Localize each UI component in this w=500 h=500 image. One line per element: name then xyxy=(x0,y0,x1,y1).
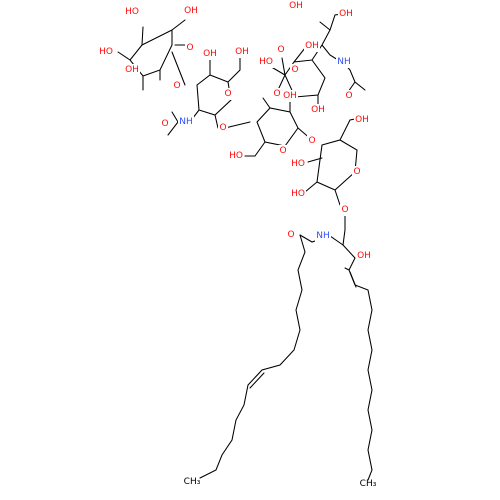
label-gal2-ho-ch2: HO xyxy=(229,151,243,161)
label-sphingosine-terminal: CH₃ xyxy=(360,479,377,489)
gal2-ring-bonds xyxy=(244,97,313,157)
galactose-ring-bonds xyxy=(117,19,189,91)
label-sialic-oh-1: OH xyxy=(289,1,303,11)
label-glc-link-o: O xyxy=(341,205,348,215)
label-galactose-oh-top-right: OH xyxy=(184,6,198,16)
label-sialic-oh-4: OH xyxy=(311,105,325,115)
label-glc-ring-o: O xyxy=(353,167,360,177)
label-amide-o: O xyxy=(287,230,294,240)
label-galnac-oh-ch2: OH xyxy=(235,47,249,57)
label-gal2-oh: OH xyxy=(283,91,297,101)
bond-lines xyxy=(117,13,373,481)
label-gal2-link-o: O xyxy=(308,136,315,146)
label-galnac-nh: NH xyxy=(179,117,193,127)
label-sialic-oh-2: OH xyxy=(339,9,353,19)
label-galactose-ho-left: HO xyxy=(99,47,113,57)
galnac-gal2-link xyxy=(224,121,251,129)
label-galactose-link-o: O xyxy=(173,81,180,91)
label-galnac-ring-o: O xyxy=(224,89,231,99)
label-galnac-link-o: O xyxy=(219,123,226,133)
label-sialic-acid-o: O xyxy=(277,45,284,55)
fatty-acid-chain xyxy=(199,234,306,479)
label-fatty-terminal: CH₃ xyxy=(184,477,201,487)
label-sialic-acetyl-o: O xyxy=(345,91,352,101)
label-sialic-ring-o: O xyxy=(291,65,298,75)
label-glc-oh-ch2: OH xyxy=(355,115,369,125)
sphingosine-backbone xyxy=(299,234,373,481)
label-galactose-ho-top: HO xyxy=(125,7,139,17)
glc-sphingosine-link xyxy=(342,211,346,246)
label-sialic-link-o: O xyxy=(273,89,280,99)
label-galnac-oh: OH xyxy=(203,49,217,59)
label-sialic-nh: NH xyxy=(337,57,351,67)
atom-labels: HO OH HO OH O O OH OH O NH O O OH OH OH … xyxy=(98,0,377,489)
label-amide-nh: NH xyxy=(316,231,330,241)
label-gal2-ring-o: O xyxy=(279,146,286,156)
label-galnac-acetyl-o: O xyxy=(161,119,168,129)
label-sialic-ho-acid: HO xyxy=(259,57,273,67)
label-galactose-oh-lower: OH xyxy=(125,65,139,75)
label-galactose-ring-o: O xyxy=(186,43,193,53)
label-sialic-oh-3: OH xyxy=(305,41,319,51)
sialic-ring-bonds xyxy=(267,13,343,109)
label-glc-ho-2: HO xyxy=(291,189,305,199)
double-bond-marks xyxy=(249,271,357,389)
label-sphingosine-oh: OH xyxy=(357,251,371,261)
glucose-ring-bonds xyxy=(304,117,361,206)
label-glc-ho-1: HO xyxy=(291,159,305,169)
gal-galnac-link xyxy=(171,51,186,86)
